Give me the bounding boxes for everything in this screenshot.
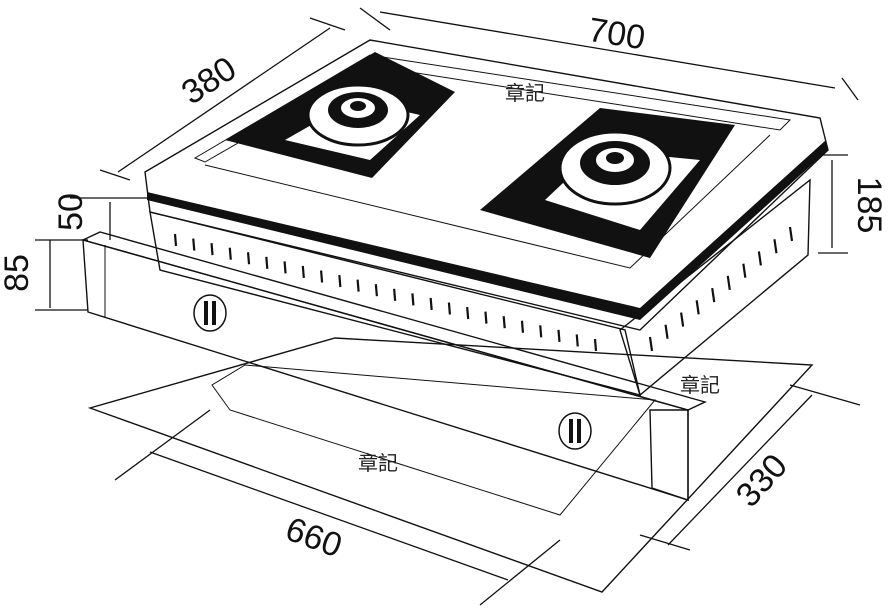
- watermark-bottom: 章記: [358, 451, 398, 475]
- vent-slot: [411, 293, 415, 306]
- burner-grate-left: [225, 52, 455, 178]
- vent-slot: [757, 251, 762, 266]
- vent-slot: [575, 334, 579, 347]
- cutout-board: [87, 337, 814, 593]
- dim-height-total: 185: [850, 177, 888, 234]
- vent-slot: [664, 324, 669, 339]
- dim-top-thickness: 50: [52, 193, 90, 231]
- vent-slot: [265, 256, 269, 269]
- watermark-top: 章記: [505, 81, 545, 105]
- stove-body: [149, 178, 811, 397]
- vent-slot: [680, 312, 685, 327]
- vent-slots: [173, 226, 794, 352]
- knob-left: [193, 294, 227, 332]
- dim-panel-height: 85: [0, 254, 36, 292]
- vent-slot: [301, 265, 305, 279]
- vent-slot: [192, 238, 196, 251]
- vent-slot: [742, 263, 747, 278]
- watermark-right: 章記: [680, 373, 720, 397]
- vent-slot: [557, 329, 561, 342]
- vent-slot: [447, 302, 452, 315]
- front-panel: [81, 231, 707, 501]
- vent-slot: [484, 311, 488, 324]
- vent-slot: [429, 297, 433, 311]
- vent-slot: [283, 261, 287, 274]
- vent-slot: [773, 239, 778, 254]
- vent-slot: [788, 226, 794, 242]
- vent-slot: [228, 247, 232, 260]
- vent-slot: [374, 284, 378, 297]
- vent-slot: [210, 243, 214, 256]
- vent-slot: [711, 287, 716, 303]
- knob-right: [558, 412, 592, 450]
- vent-slot: [726, 275, 731, 291]
- vent-slot: [539, 325, 543, 338]
- vent-slot: [393, 288, 397, 301]
- burner-grate-right: [480, 108, 735, 258]
- vent-slot: [173, 233, 178, 247]
- vent-slot: [246, 252, 251, 265]
- vent-slot: [648, 336, 654, 352]
- vent-slot: [593, 338, 598, 352]
- dim-depth-top: 380: [175, 49, 243, 112]
- vent-slot: [338, 274, 342, 288]
- vent-slot: [520, 320, 525, 333]
- vent-slot: [695, 300, 700, 315]
- vent-slot: [466, 306, 470, 320]
- vent-slot: [356, 279, 360, 292]
- dim-cutout-depth: 330: [729, 447, 795, 515]
- vent-slot: [319, 270, 324, 283]
- dim-width-top: 700: [586, 11, 648, 57]
- dimension-lines: [35, 7, 861, 606]
- vent-slot: [502, 316, 506, 329]
